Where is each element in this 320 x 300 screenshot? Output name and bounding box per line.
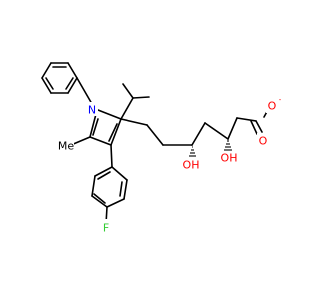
fluorine-atom: F <box>100 219 112 235</box>
pyrrole-ring <box>89 103 122 146</box>
stereo-hash-bond-3 <box>224 140 232 151</box>
bonds <box>41 62 270 225</box>
carbonyl-oxygen-atom: O <box>257 133 269 148</box>
pyrrole-methyl-bond <box>70 136 91 146</box>
nitrogen-label: N <box>88 104 96 117</box>
carboxylate-oxygen-label: O <box>268 100 277 113</box>
methyl-atom: Me <box>56 139 74 153</box>
carboxylate-charge-label: - <box>279 96 282 104</box>
nitrogen-atom: N <box>85 102 98 117</box>
atom-labels: N Me OH OH O O - F <box>56 96 282 235</box>
carbonyl-oxygen-label: O <box>259 135 268 148</box>
molecule-structure-diagram: N Me OH OH O O - F <box>41 62 282 235</box>
hydroxyl-5-atom: OH <box>181 157 203 172</box>
carboxylate-oxygen-atom: O - <box>266 96 282 113</box>
isopropyl-group <box>120 83 150 120</box>
fluorophenyl-ring <box>91 144 128 225</box>
stereo-hash-bond-5 <box>189 146 196 157</box>
hydroxyl-3-atom: OH <box>217 151 239 165</box>
methyl-label: Me <box>58 140 74 153</box>
fluorine-label: F <box>103 222 109 235</box>
heptanoate-chain <box>120 107 270 146</box>
hydroxyl-3-label: OH <box>221 152 238 165</box>
hydroxyl-5-label: OH <box>183 159 200 172</box>
n-phenyl-ring <box>41 62 93 105</box>
